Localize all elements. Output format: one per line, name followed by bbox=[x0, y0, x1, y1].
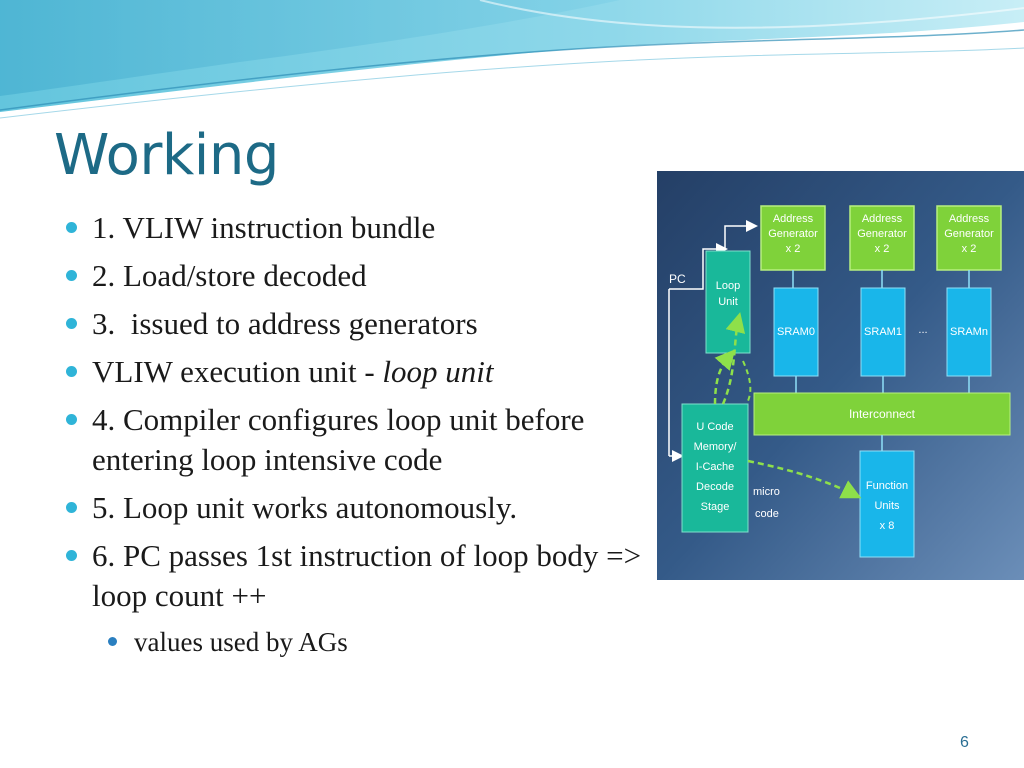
bullet-dot-icon bbox=[66, 366, 77, 377]
bullet-item: 5. Loop unit works autonomously. bbox=[62, 488, 642, 528]
ucode-to-loop-arrow bbox=[713, 349, 736, 405]
loop-to-ag-arrow bbox=[724, 220, 758, 249]
bullet-item: 6. PC passes 1st instruction of loop bod… bbox=[62, 536, 642, 616]
bullet-text: 6. PC passes 1st instruction of loop bod… bbox=[92, 538, 642, 613]
svg-text:Generator: Generator bbox=[768, 228, 818, 240]
bullet-text: 2. Load/store decoded bbox=[92, 258, 367, 293]
svg-text:Interconnect: Interconnect bbox=[849, 407, 916, 421]
bullet-text: 4. Compiler configures loop unit before … bbox=[92, 402, 585, 477]
bullet-text: values used by AGs bbox=[134, 627, 348, 657]
svg-text:SRAM0: SRAM0 bbox=[777, 326, 815, 338]
bullet-list: 1. VLIW instruction bundle 2. Load/store… bbox=[62, 208, 642, 668]
architecture-diagram: PC Address Generator x 2 Address Generat… bbox=[657, 171, 1024, 580]
address-generator-1: Address Generator x 2 bbox=[760, 205, 826, 271]
sram-ellipsis: ... bbox=[918, 324, 927, 336]
bullet-dot-icon bbox=[108, 637, 117, 646]
svg-text:Decode: Decode bbox=[696, 481, 734, 493]
svg-text:Stage: Stage bbox=[701, 501, 730, 513]
svg-text:Address: Address bbox=[862, 213, 903, 225]
loop-dashed-link bbox=[742, 360, 752, 404]
pc-to-loop-arrow bbox=[702, 243, 728, 264]
ucode-to-loop-arrow-2 bbox=[721, 312, 746, 405]
bullet-dot-icon bbox=[66, 550, 77, 561]
slide-title: Working bbox=[54, 123, 279, 188]
bullet-text: 5. Loop unit works autonomously. bbox=[92, 490, 518, 525]
bullet-item: 4. Compiler configures loop unit before … bbox=[62, 400, 642, 480]
pc-label: PC bbox=[669, 272, 686, 286]
bullet-item: 3. issued to address generators bbox=[62, 304, 642, 344]
page-number: 6 bbox=[960, 734, 969, 751]
bullet-item: VLIW execution unit - loop unit bbox=[62, 352, 642, 392]
bullet-item: 1. VLIW instruction bundle bbox=[62, 208, 642, 248]
micro-code-label: code bbox=[755, 508, 779, 520]
svg-text:U Code: U Code bbox=[696, 421, 733, 433]
bullet-dot-icon bbox=[66, 222, 77, 233]
svg-text:x 2: x 2 bbox=[786, 243, 801, 255]
svg-text:Generator: Generator bbox=[857, 228, 907, 240]
svg-text:Loop: Loop bbox=[716, 280, 740, 292]
pc-connector bbox=[669, 264, 704, 290]
sram-1: SRAM1 bbox=[860, 287, 906, 377]
svg-text:Address: Address bbox=[949, 213, 990, 225]
ucode-memory-box: U Code Memory/ I-Cache Decode Stage bbox=[681, 403, 749, 533]
svg-text:x 8: x 8 bbox=[880, 520, 895, 532]
micro-code-label: micro bbox=[753, 486, 780, 498]
bullet-text: VLIW execution unit - bbox=[92, 354, 383, 389]
svg-text:SRAMn: SRAMn bbox=[950, 326, 988, 338]
svg-text:x 2: x 2 bbox=[875, 243, 890, 255]
bullet-emphasis: loop unit bbox=[382, 354, 494, 389]
address-generator-3: Address Generator x 2 bbox=[936, 205, 1002, 271]
address-generator-2: Address Generator x 2 bbox=[849, 205, 915, 271]
bullet-dot-icon bbox=[66, 270, 77, 281]
svg-text:I-Cache: I-Cache bbox=[696, 461, 735, 473]
bullet-text: 1. VLIW instruction bundle bbox=[92, 210, 436, 245]
svg-text:x 2: x 2 bbox=[962, 243, 977, 255]
ucode-to-fu-arrow bbox=[747, 459, 862, 499]
interconnect-bus: Interconnect bbox=[753, 392, 1011, 436]
header-wave-decoration bbox=[0, 0, 1024, 119]
svg-text:Generator: Generator bbox=[944, 228, 994, 240]
bullet-dot-icon bbox=[66, 414, 77, 425]
svg-text:Function: Function bbox=[866, 480, 908, 492]
svg-text:Memory/: Memory/ bbox=[694, 441, 738, 453]
bullet-item: 2. Load/store decoded bbox=[62, 256, 642, 296]
sram-0: SRAM0 bbox=[773, 287, 819, 377]
sram-n: SRAMn bbox=[946, 287, 992, 377]
bullet-dot-icon bbox=[66, 318, 77, 329]
function-units-box: Function Units x 8 bbox=[859, 450, 915, 558]
bullet-text: 3. issued to address generators bbox=[92, 306, 478, 341]
svg-text:Units: Units bbox=[874, 500, 900, 512]
sub-bullet-item: values used by AGs bbox=[62, 624, 642, 660]
svg-text:Address: Address bbox=[773, 213, 814, 225]
loop-unit-box: Loop Unit bbox=[705, 250, 751, 354]
bullet-dot-icon bbox=[66, 502, 77, 513]
svg-text:SRAM1: SRAM1 bbox=[864, 326, 902, 338]
svg-text:Unit: Unit bbox=[718, 296, 738, 308]
